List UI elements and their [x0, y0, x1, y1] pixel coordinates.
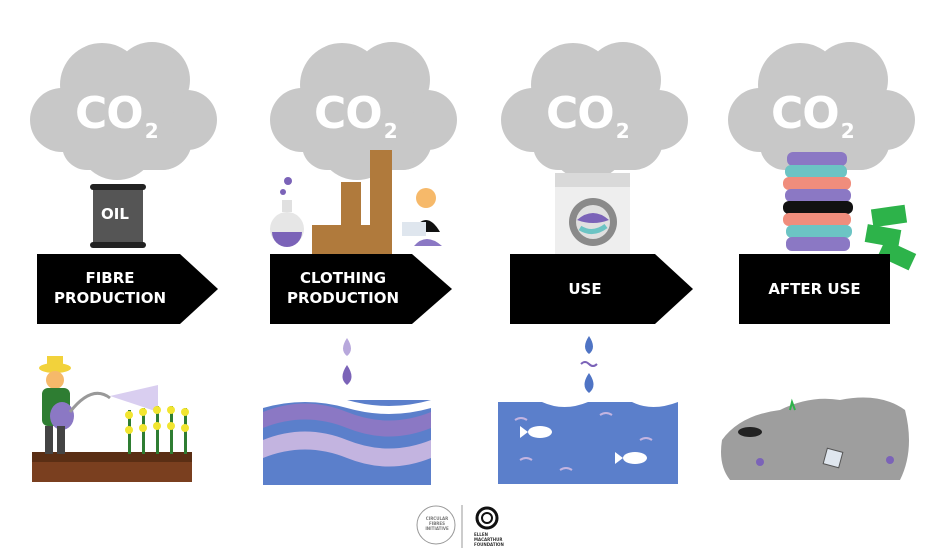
washing-machine-icon — [555, 173, 630, 255]
money-icon — [864, 204, 917, 271]
farmer-icon — [32, 356, 192, 482]
oil-barrel-icon — [90, 184, 146, 248]
arrow-shape — [739, 254, 890, 324]
stage-label-clothing-production: CLOTHING PRODUCTION — [286, 269, 400, 307]
landfill-icon — [721, 397, 909, 480]
oil-label: OIL — [101, 205, 129, 223]
circular-fibres-logo — [416, 505, 456, 545]
sewing-worker-icon — [402, 188, 442, 246]
stage-label-after-use: AFTER USE — [768, 280, 861, 298]
wave-icon — [498, 397, 678, 484]
clothes-pile-icon — [783, 152, 853, 251]
crop-icon — [125, 406, 189, 454]
stage-label-use: USE — [568, 280, 602, 298]
stage-label-fibre-production: FIBRE PRODUCTION — [53, 269, 167, 307]
circular-fibres-logo-text: CIRCULAR FIBRES INITIATIVE — [425, 516, 449, 531]
fish-icon — [615, 452, 647, 464]
wave-icon — [263, 394, 431, 485]
arrow-shape — [510, 254, 693, 324]
factory-icon — [312, 150, 392, 255]
water-drop-icon — [580, 336, 598, 393]
ellen-macarthur-logo — [475, 506, 499, 530]
fish-icon — [520, 426, 552, 438]
arrow-shape — [37, 254, 218, 324]
ellen-macarthur-logo-text: ELLEN MACARTHUR FOUNDATION — [474, 532, 504, 547]
flask-icon — [270, 177, 304, 247]
water-drop-icon — [342, 338, 352, 385]
arrow-shape — [270, 254, 452, 324]
